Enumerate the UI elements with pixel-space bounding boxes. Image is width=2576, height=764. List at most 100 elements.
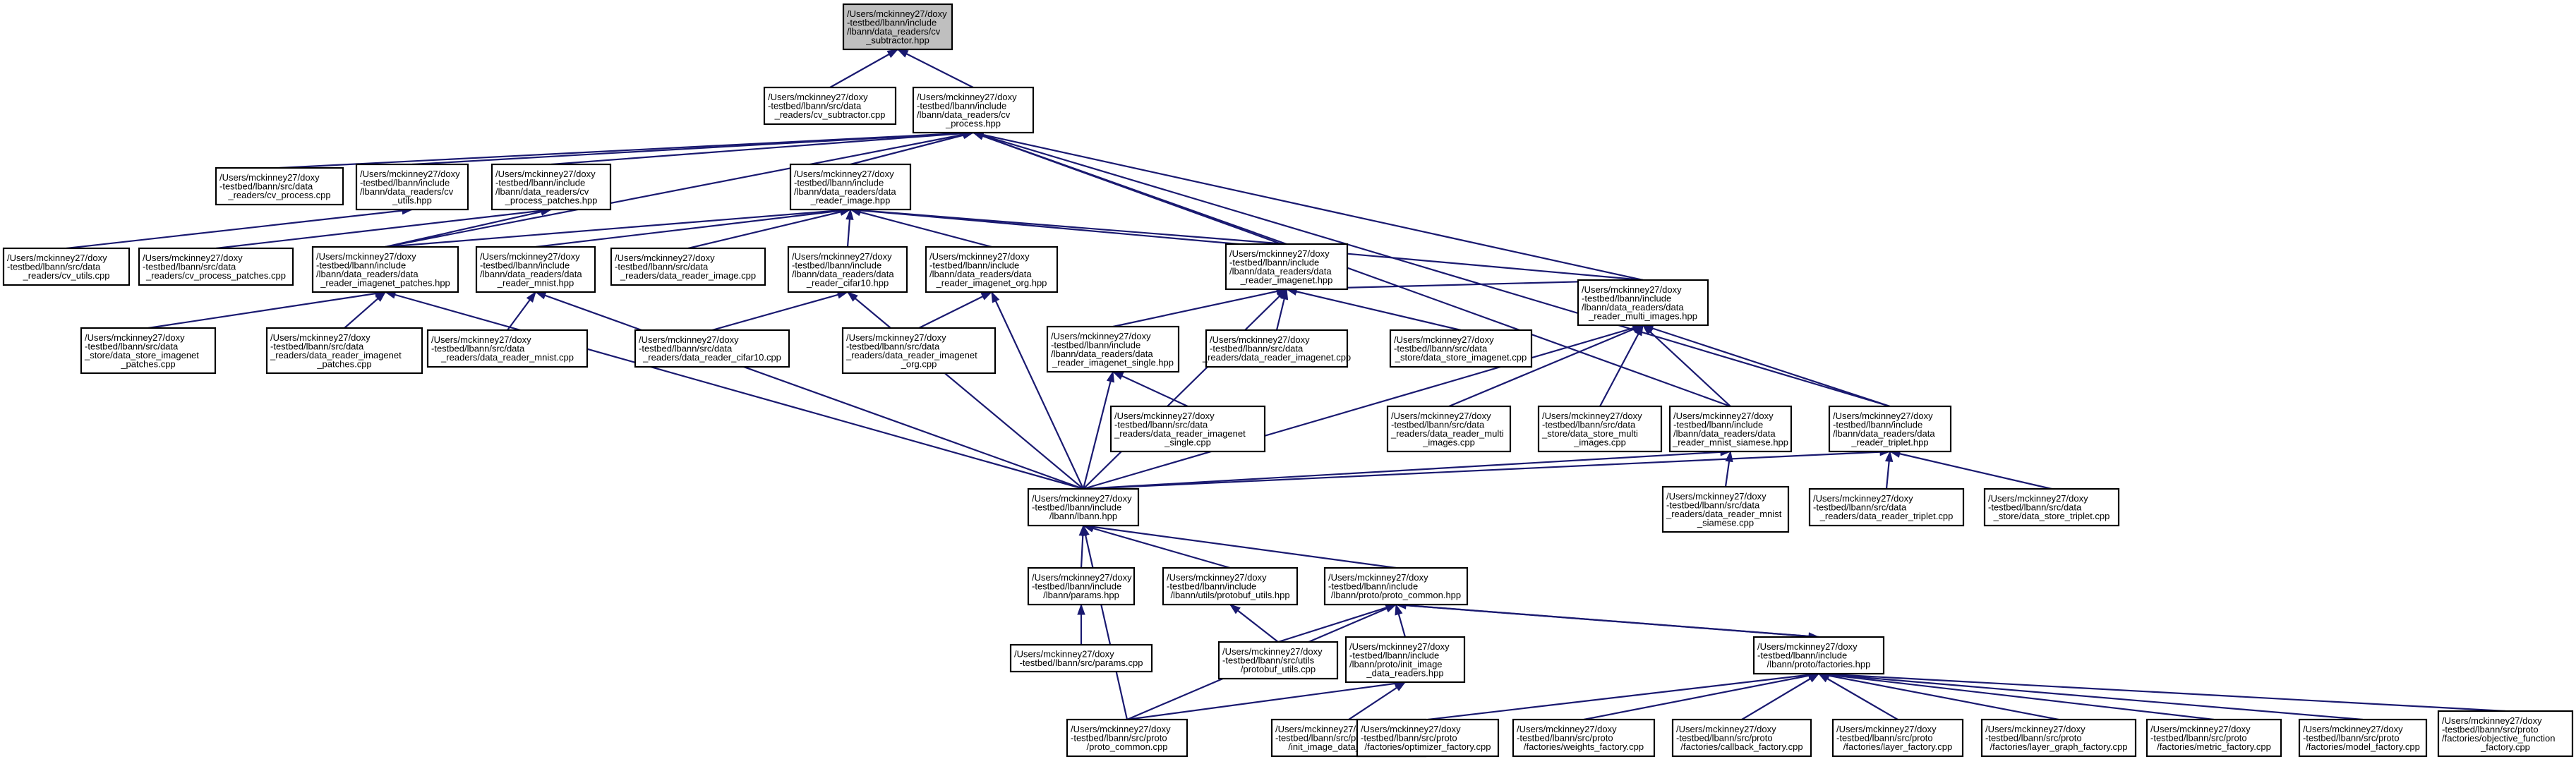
edge-line <box>829 49 898 88</box>
file-node[interactable]: /Users/mckinney27/doxy-testbed/lbann/inc… <box>1668 405 1793 453</box>
edge-line <box>1818 672 2506 713</box>
file-node[interactable]: /Users/mckinney27/doxy-testbed/lbann/src… <box>1980 718 2137 758</box>
file-node[interactable]: /Users/mckinney27/doxy-testbed/lbann/inc… <box>912 86 1035 134</box>
node-label-line: _readers/data_reader_multi <box>1390 428 1504 439</box>
node-label-line: /Users/mckinney27/doxy <box>1666 491 1767 502</box>
node-label-line: /lbann/data_readers/cv <box>847 26 941 37</box>
file-node[interactable]: /Users/mckinney27/doxy-testbed/lbann/inc… <box>1323 566 1469 606</box>
file-node[interactable]: /Users/mckinney27/doxy-testbed/lbann/src… <box>215 166 344 206</box>
node-label-line: /lbann/proto/init_image <box>1349 659 1443 669</box>
node-label-line: _readers/data_reader_imagenet.cpp <box>1202 352 1351 363</box>
edge-line <box>1642 324 1891 408</box>
file-node[interactable]: /Users/mckinney27/doxy-testbed/lbann/src… <box>610 247 766 286</box>
node-label-line: /Users/mckinney27/doxy <box>846 332 946 343</box>
dependency-edge <box>1395 603 1407 638</box>
file-node[interactable]: /Users/mckinney27/doxy-testbed/lbann/src… <box>80 327 217 375</box>
edge-line <box>535 208 851 248</box>
node-box <box>634 329 790 368</box>
node-label-line: -testbed/lbann/src/proto <box>1275 733 1372 744</box>
node-label-line: _readers/cv_process.cpp <box>227 190 330 200</box>
file-node[interactable]: /Users/mckinney27/doxy-testbed/lbann/src… <box>1661 485 1790 533</box>
edge-line <box>973 131 1644 281</box>
file-node[interactable]: /Users/mckinney27/doxy-testbed/lbann/src… <box>1537 405 1663 453</box>
node-box <box>1205 329 1349 368</box>
file-node[interactable]: /Users/mckinney27/doxy-testbed/lbann/src… <box>1066 718 1188 758</box>
dependency-edge <box>550 129 975 166</box>
file-node[interactable]: /Users/mckinney27/doxy-testbed/lbann/src… <box>763 86 897 126</box>
file-node[interactable]: /Users/mckinney27/doxy-testbed/lbann/src… <box>2437 710 2574 758</box>
node-label-line: _store/data_store_triplet.cpp <box>1993 511 2110 521</box>
node-label-line: /lbann/lbann.hpp <box>1049 511 1117 521</box>
file-node[interactable]: /Users/mckinney27/doxy-testbed/lbann/src… <box>2 247 131 286</box>
node-label-line: /Users/mckinney27/doxy <box>1988 493 2088 504</box>
file-node[interactable]: /Users/mckinney27/doxy-testbed/lbann/src… <box>265 327 423 375</box>
node-label-line: _reader_triplet.hpp <box>1850 437 1928 447</box>
node-label-line: /Users/mckinney27/doxy <box>431 334 531 345</box>
file-node[interactable]: /Users/mckinney27/doxy-testbed/lbann/src… <box>1109 405 1266 453</box>
node-label-line: -testbed/lbann/src/data <box>85 341 179 351</box>
file-node[interactable]: /Users/mckinney27/doxy-testbed/lbann/src… <box>2298 718 2428 758</box>
file-node[interactable]: /Users/mckinney27/doxy-testbed/lbann/src… <box>1202 329 1351 368</box>
file-node[interactable]: /Users/mckinney27/doxy-testbed/lbann/src… <box>1831 718 1964 758</box>
node-label-line: /Users/mckinney27/doxy <box>7 253 107 263</box>
node-label-line: _utils.hpp <box>392 195 432 205</box>
node-box <box>311 245 459 293</box>
file-node[interactable]: /Users/mckinney27/doxy-testbed/lbann/inc… <box>787 245 908 293</box>
file-node[interactable]: /Users/mckinney27/doxy-testbed/lbann/src… <box>1386 405 1512 453</box>
edge-line <box>1818 673 1898 720</box>
file-node[interactable]: /Users/mckinney27/doxy-testbed/lbann/src… <box>634 329 790 368</box>
file-node[interactable]: /Users/mckinney27/doxy-testbed/lbann/inc… <box>1162 566 1299 606</box>
file-node[interactable]: /Users/mckinney27/doxy-testbed/lbann/inc… <box>1046 325 1180 373</box>
file-node[interactable]: /Users/mckinney27/doxy-testbed/lbann/inc… <box>475 245 596 293</box>
file-node[interactable]: /Users/mckinney27/doxy-testbed/lbann/src… <box>1808 487 1965 527</box>
node-label-line: -testbed/lbann/include <box>917 100 1006 111</box>
file-node[interactable]: /Users/mckinney27/doxy-testbed/lbann/inc… <box>1027 487 1140 527</box>
node-label-line: _readers/data_reader_mnist <box>1666 509 1782 519</box>
file-node[interactable]: /Users/mckinney27/doxy-testbed/lbann/src… <box>1671 718 1812 758</box>
file-node[interactable]: /Users/mckinney27/doxy-testbed/lbann/src… <box>1356 718 1500 758</box>
edge-arrowhead <box>1394 681 1407 691</box>
node-label-line: -testbed/lbann/include <box>480 260 570 270</box>
dependency-edge <box>1083 288 1288 490</box>
file-node[interactable]: /Users/mckinney27/doxy-testbed/lbann/inc… <box>1828 405 1952 453</box>
file-node[interactable]: /Users/mckinney27/doxy-testbed/lbann/src… <box>1983 487 2120 527</box>
node-box <box>1162 566 1299 606</box>
dependency-edge <box>384 291 1084 490</box>
node-box <box>1752 636 1885 675</box>
root-file-node[interactable]: /Users/mckinney27/doxy-testbed/lbann/inc… <box>842 3 953 51</box>
file-node[interactable]: /Users/mckinney27/doxy-testbed/lbann/src… <box>138 247 294 286</box>
node-label-line: /Users/mckinney27/doxy <box>1394 334 1494 345</box>
dependency-edge <box>1083 448 1732 490</box>
file-node[interactable]: /Users/mckinney27/doxy-testbed/lbann/src… <box>2145 718 2282 758</box>
file-node[interactable]: /Users/mckinney27/doxy-testbed/lbann/inc… <box>1344 636 1466 684</box>
file-node[interactable]: /Users/mckinney27/doxy-testbed/lbann/src… <box>1009 643 1153 673</box>
file-node[interactable]: /Users/mckinney27/doxy-testbed/lbann/inc… <box>355 163 469 211</box>
dependency-edge <box>1817 670 2506 713</box>
edge-arrowhead <box>1276 288 1288 300</box>
file-node[interactable]: /Users/mckinney27/doxy-testbed/lbann/inc… <box>925 245 1059 293</box>
file-node[interactable]: /Users/mckinney27/doxy-testbed/lbann/src… <box>1217 641 1339 680</box>
file-node[interactable]: /Users/mckinney27/doxy-testbed/lbann/inc… <box>789 163 912 211</box>
edge-arrowhead <box>846 291 858 302</box>
file-node[interactable]: /Users/mckinney27/doxy-testbed/lbann/src… <box>1512 718 1656 758</box>
node-label-line: -testbed/lbann/src/proto <box>2303 733 2400 744</box>
node-label-line: _readers/cv_process_patches.cpp <box>145 270 286 281</box>
file-node[interactable]: /Users/mckinney27/doxy-testbed/lbann/inc… <box>490 163 612 211</box>
node-box <box>763 86 897 126</box>
file-node[interactable]: /Users/mckinney27/doxy-testbed/lbann/inc… <box>311 245 459 293</box>
file-node[interactable]: /Users/mckinney27/doxy-testbed/lbann/src… <box>426 329 589 368</box>
node-label-line: -testbed/lbann/src/utils <box>1222 655 1315 666</box>
file-node[interactable]: /Users/mckinney27/doxy-testbed/lbann/inc… <box>1027 566 1136 606</box>
file-node[interactable]: /Users/mckinney27/doxy-testbed/lbann/src… <box>1389 329 1533 368</box>
node-label-line: /Users/mckinney27/doxy <box>1517 724 1617 734</box>
file-node[interactable]: /Users/mckinney27/doxy-testbed/lbann/src… <box>841 327 997 375</box>
node-label-line: _readers/data_reader_imagenet <box>270 350 402 360</box>
node-box <box>1323 566 1469 606</box>
file-node[interactable]: /Users/mckinney27/doxy-testbed/lbann/inc… <box>1577 279 1709 327</box>
file-node[interactable]: /Users/mckinney27/doxy-testbed/lbann/inc… <box>1224 243 1349 291</box>
edge-line <box>535 291 1084 490</box>
node-box <box>787 245 908 293</box>
node-box <box>1828 405 1952 453</box>
file-node[interactable]: /Users/mckinney27/doxy-testbed/lbann/inc… <box>1752 636 1885 675</box>
